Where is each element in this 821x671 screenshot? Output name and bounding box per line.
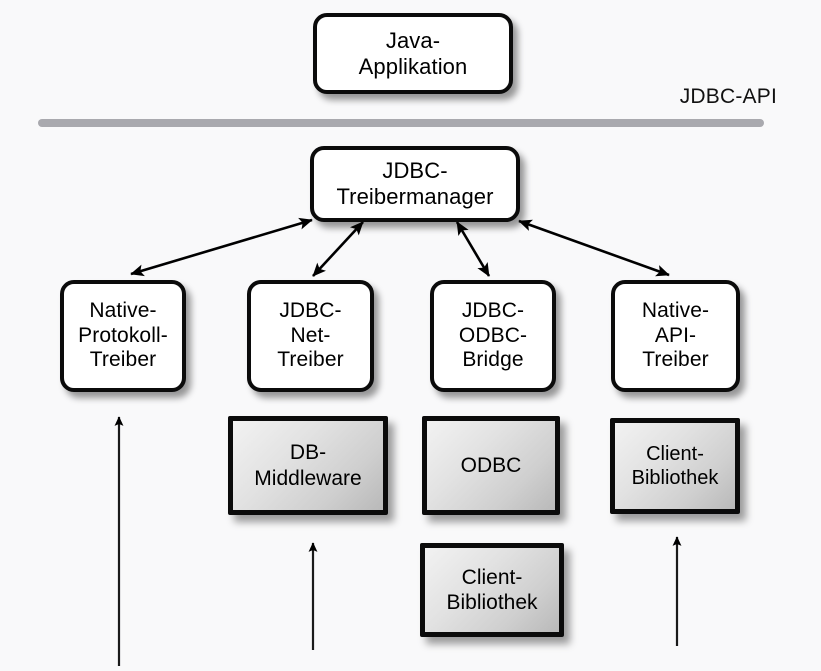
connector-manager-jdbc-net: [312, 221, 364, 277]
node-jdbc-odbc-bridge[interactable]: JDBC- ODBC- Bridge: [430, 280, 556, 392]
node-db-middleware-label: DB- Middleware: [254, 441, 362, 490]
node-jdbc-driver-manager[interactable]: JDBC- Treibermanager: [310, 146, 520, 222]
node-odbc-label: ODBC: [460, 453, 522, 477]
jdbc-api-separator-bar: [38, 119, 764, 127]
node-java-application-label: Java- Applikation: [358, 27, 468, 79]
connector-manager-native-protocol: [130, 217, 313, 277]
node-native-protocol-driver-label: Native- Protokoll- Treiber: [78, 298, 168, 372]
connector-manager-native-api: [518, 219, 670, 277]
node-db-middleware[interactable]: DB- Middleware: [228, 416, 388, 515]
jdbc-api-label: JDBC-API: [679, 85, 777, 108]
node-jdbc-net-driver[interactable]: JDBC- Net- Treiber: [247, 280, 374, 392]
node-client-library-right[interactable]: Client- Bibliothek: [610, 418, 740, 514]
node-client-library-center-label: Client- Bibliothek: [446, 565, 538, 614]
node-native-api-driver-label: Native- API- Treiber: [641, 298, 710, 372]
node-native-protocol-driver[interactable]: Native- Protokoll- Treiber: [60, 280, 186, 392]
node-jdbc-net-driver-label: JDBC- Net- Treiber: [277, 298, 344, 372]
node-java-application[interactable]: Java- Applikation: [313, 13, 513, 94]
node-client-library-right-label: Client- Bibliothek: [631, 443, 719, 489]
node-jdbc-driver-manager-label: JDBC- Treibermanager: [336, 158, 494, 209]
node-client-library-center[interactable]: Client- Bibliothek: [420, 543, 564, 637]
connector-manager-jdbc-odbc-bridge: [455, 221, 491, 277]
node-jdbc-odbc-bridge-label: JDBC- ODBC- Bridge: [458, 298, 528, 372]
node-native-api-driver[interactable]: Native- API- Treiber: [611, 280, 740, 392]
node-odbc[interactable]: ODBC: [422, 416, 560, 515]
